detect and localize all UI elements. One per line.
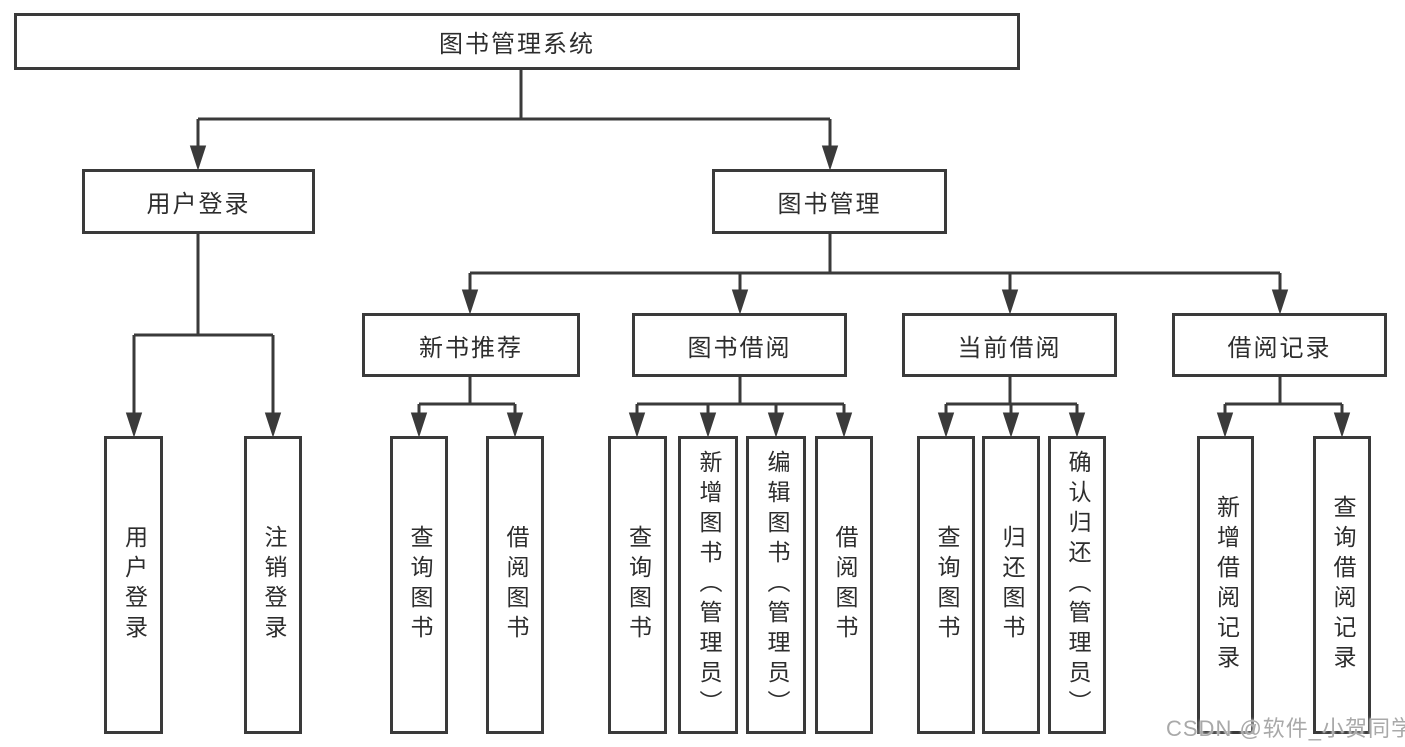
node-label: 图书借阅 [687,334,792,362]
node-new-book-recommend: 新书推荐 [362,313,580,377]
node-label: 借阅图书 [502,525,529,645]
node-current-borrowing: 当前借阅 [902,313,1117,377]
node-label: 确认归还（管理员） [1064,450,1091,720]
node-label: 用户登录 [121,525,148,645]
leaf-return-books: 归还图书 [982,436,1040,734]
node-label: 查询图书 [625,525,652,645]
leaf-borrow-books: 借阅图书 [815,436,873,734]
leaf-query-books-current: 查询图书 [917,436,975,734]
leaf-query-books-borrow: 查询图书 [608,436,667,734]
node-label: 图书管理 [777,191,882,218]
node-label: 新增图书（管理员） [695,450,722,720]
leaf-edit-books-admin: 编辑图书（管理员） [746,436,806,734]
node-label: 查询借阅记录 [1329,495,1356,675]
node-label: 归还图书 [998,525,1025,645]
leaf-confirm-return-admin: 确认归还（管理员） [1048,436,1106,734]
node-borrowing-records: 借阅记录 [1172,313,1387,377]
node-label: 当前借阅 [957,334,1062,362]
leaf-add-borrow-record: 新增借阅记录 [1197,436,1254,734]
csdn-watermark: CSDN @软件_小贺同学 [1166,716,1405,741]
leaf-borrow-books-recommend: 借阅图书 [486,436,544,734]
node-label: 查询图书 [933,525,960,645]
node-label: 注销登录 [260,525,287,645]
node-book-management-branch: 图书管理 [712,169,947,234]
leaf-logout: 注销登录 [244,436,302,734]
node-label: 新书推荐 [419,334,523,362]
leaf-user-login: 用户登录 [104,436,163,734]
node-label: 查询图书 [406,525,433,645]
leaf-add-books-admin: 新增图书（管理员） [678,436,738,734]
node-label: 图书管理系统 [439,31,595,58]
node-book-borrowing: 图书借阅 [632,313,847,377]
node-label: 借阅图书 [831,525,858,645]
node-label: 借阅记录 [1227,334,1332,362]
leaf-query-books-recommend: 查询图书 [390,436,448,734]
node-library-management-system: 图书管理系统 [14,13,1020,70]
node-label: 用户登录 [146,191,251,218]
leaf-query-borrow-record: 查询借阅记录 [1313,436,1371,734]
node-label: 新增借阅记录 [1213,495,1240,675]
node-user-login-branch: 用户登录 [82,169,315,234]
node-label: 编辑图书（管理员） [763,450,790,720]
